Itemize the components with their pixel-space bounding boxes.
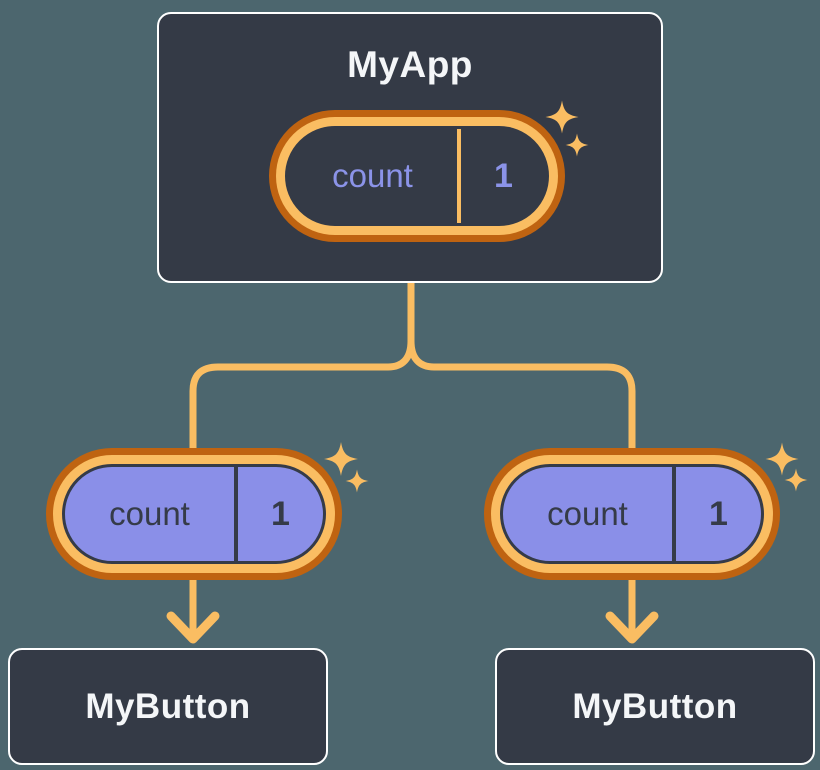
node-myapp-title: MyApp	[347, 44, 473, 85]
prop-pill-ring: count 1	[53, 455, 335, 573]
sparkle-icon	[324, 442, 369, 493]
prop-value: 1	[709, 494, 728, 533]
sparkle-icon	[545, 100, 589, 157]
node-mybutton-title: MyButton	[572, 686, 738, 726]
prop-pill-ring: count 1	[491, 455, 773, 573]
arrowhead-down-icon	[605, 611, 659, 644]
node-mybutton-right: MyButton	[495, 648, 815, 765]
pill-divider	[457, 129, 461, 223]
prop-pill-right: count 1	[484, 448, 780, 580]
state-pill-body: count 1	[285, 126, 549, 226]
prop-pill-body: count 1	[62, 464, 326, 564]
sparkle-icon	[765, 442, 808, 492]
state-value: 1	[494, 156, 513, 195]
pill-divider	[234, 467, 238, 561]
arrowhead-down-icon	[166, 611, 220, 644]
prop-pill-body: count 1	[500, 464, 764, 564]
node-myapp: MyApp count 1	[157, 12, 663, 283]
pill-divider	[672, 467, 676, 561]
state-pill-myapp: count 1	[269, 110, 565, 242]
state-key-label: count	[332, 157, 413, 194]
node-mybutton-title: MyButton	[85, 686, 251, 726]
node-mybutton-left: MyButton	[8, 648, 328, 765]
prop-key-label: count	[547, 495, 628, 532]
state-pill-ring: count 1	[276, 117, 558, 235]
edge-right-line	[407, 276, 636, 637]
prop-value: 1	[271, 494, 290, 533]
prop-pill-left: count 1	[46, 448, 342, 580]
prop-key-label: count	[109, 495, 190, 532]
